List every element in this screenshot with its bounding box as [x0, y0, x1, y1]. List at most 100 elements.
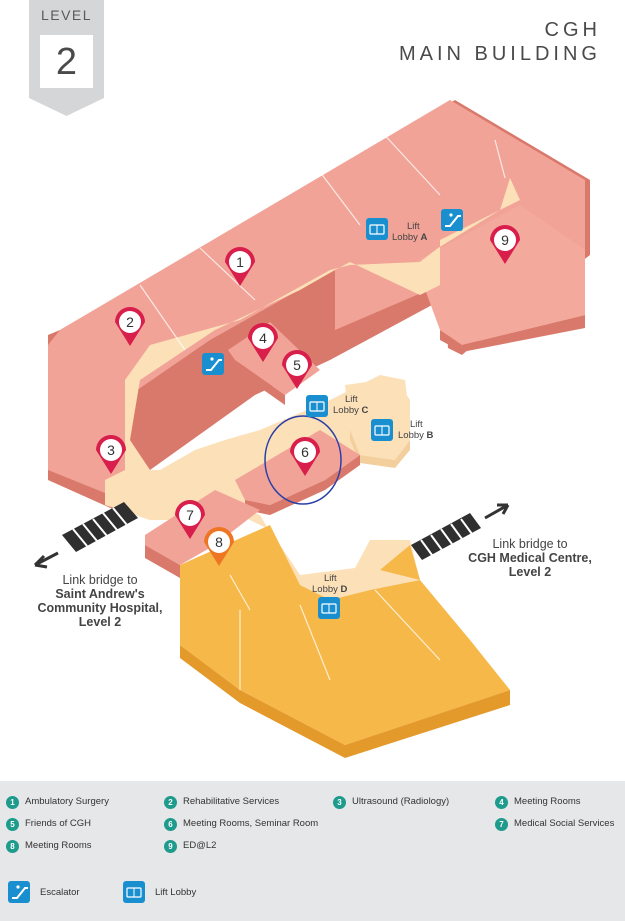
- legend-label: Meeting Rooms: [25, 840, 92, 851]
- corridor-lift-b-side: [350, 430, 410, 468]
- pin-label: 7: [186, 507, 194, 523]
- building-title-line1: CGH: [544, 19, 601, 41]
- legend-item: 5 Friends of CGH: [6, 817, 91, 832]
- right-bridge-line1: Link bridge to: [492, 537, 568, 551]
- legend-badge: 9: [164, 839, 177, 853]
- left-bridge-label: Link bridge to Saint Andrew's Community …: [20, 573, 180, 629]
- lift-a-top: Lift: [407, 221, 420, 232]
- legend-label: Medical Social Services: [514, 818, 615, 829]
- lift-lobby-d-icon: [318, 597, 340, 619]
- right-link-bridge: [411, 503, 510, 560]
- pin-label: 3: [107, 442, 115, 458]
- lift-lobby-b-label: Lift Lobby B: [398, 419, 433, 441]
- escalator-icon: [202, 353, 224, 375]
- lift-b-letter: B: [426, 430, 434, 441]
- lift-lobby-icon: [123, 881, 145, 903]
- pin-3[interactable]: 3: [96, 435, 126, 474]
- lift-lobby-c-icon: [306, 395, 328, 417]
- left-link-bridge: [33, 502, 138, 569]
- pin-5[interactable]: 5: [282, 350, 312, 389]
- legend-label: Friends of CGH: [25, 818, 91, 829]
- pin-7[interactable]: 7: [175, 500, 205, 539]
- left-bridge-line2: Saint Andrew's: [55, 587, 145, 601]
- lift-b-top: Lift: [410, 419, 423, 430]
- legend-label: Meeting Rooms, Seminar Room: [183, 818, 319, 829]
- room-9-block: [415, 205, 585, 345]
- room-dividers: [139, 129, 506, 690]
- escalator-icon: [8, 881, 30, 903]
- lift-c-lobby: Lobby: [333, 405, 359, 416]
- left-bridge-line1: Link bridge to: [62, 573, 138, 587]
- legend-item: 6 Meeting Rooms, Seminar Room: [164, 817, 318, 832]
- pin-4[interactable]: 4: [248, 323, 278, 362]
- legend-label: Ultrasound (Radiology): [352, 796, 450, 807]
- legend-label: ED@L2: [183, 840, 217, 851]
- legend-badge: 8: [6, 839, 19, 853]
- legend-badge: 4: [495, 795, 508, 809]
- lift-lobby-d-label: Lift Lobby D: [312, 573, 347, 595]
- pin-label: 6: [301, 444, 309, 460]
- pins: 1 2 3 4 5 6 7 8 9: [96, 225, 520, 566]
- pin-label: 4: [259, 330, 267, 346]
- lift-c-letter: C: [361, 405, 369, 416]
- legend: 1 Ambulatory Surgery 2 Rehabilitative Serv…: [0, 781, 625, 921]
- left-bridge-line4: Level 2: [78, 615, 122, 629]
- legend-item: 3 Ultrasound (Radiology): [333, 795, 449, 810]
- lift-lobby-a-label: Lift Lobby A: [392, 221, 427, 243]
- right-bridge-label: Link bridge to CGH Medical Centre, Level…: [452, 537, 608, 579]
- room-6-block: [235, 430, 360, 505]
- level-number: 2: [40, 35, 93, 88]
- orange-wing: [180, 525, 510, 745]
- building-title-line2: MAIN BUILDING: [398, 43, 601, 65]
- pin-label: 9: [501, 232, 509, 248]
- lift-c-top: Lift: [345, 394, 358, 405]
- pin-2[interactable]: 2: [115, 307, 145, 346]
- lift-a-lobby: Lobby: [392, 232, 418, 243]
- pin-label: 1: [236, 254, 244, 270]
- lift-lobby-b-icon: [371, 419, 393, 441]
- lift-lobby-a-icon: [366, 218, 388, 240]
- legend-badge: 7: [495, 817, 508, 831]
- legend-label: Rehabilitative Services: [183, 796, 280, 807]
- orange-wing-side: [180, 645, 510, 758]
- pink-wing-top: [48, 100, 585, 495]
- pin-1[interactable]: 1: [224, 246, 255, 286]
- legend-item: 8 Meeting Rooms: [6, 839, 92, 854]
- map-svg: 1 2 3 4 5 6 7 8 9: [33, 100, 590, 758]
- orange-wing-upper: [380, 545, 420, 580]
- legend-label: Meeting Rooms: [514, 796, 581, 807]
- lift-lobby-c-label: Lift Lobby C: [333, 394, 368, 416]
- building-title: CGH MAIN BUILDING: [399, 18, 601, 66]
- lift-b-lobby: Lobby: [398, 430, 424, 441]
- legend-item: 1 Ambulatory Surgery: [6, 795, 109, 810]
- legend-badge: 3: [333, 795, 346, 809]
- level-word: LEVEL: [40, 7, 93, 23]
- pin-label: 5: [293, 357, 301, 373]
- legend-badge: 2: [164, 795, 177, 809]
- legend-lift-lobby-label: Lift Lobby: [155, 887, 197, 898]
- legend-badge: 1: [6, 795, 19, 809]
- legend-item: 7 Medical Social Services: [495, 817, 614, 832]
- pin-label: 8: [215, 534, 223, 550]
- legend-item: 4 Meeting Rooms: [495, 795, 581, 810]
- highlight-circle: [264, 415, 342, 505]
- legend-badge: 6: [164, 817, 177, 831]
- pin-9[interactable]: 9: [490, 225, 520, 264]
- right-bridge-line2: CGH Medical Centre,: [468, 551, 592, 565]
- pin-6[interactable]: 6: [290, 437, 320, 476]
- legend-badge: 5: [6, 817, 19, 831]
- legend-escalator-label: Escalator: [40, 887, 80, 898]
- right-bridge-line3: Level 2: [508, 565, 552, 579]
- pin-8[interactable]: 8: [204, 527, 234, 566]
- legend-item: 9 ED@L2: [164, 839, 216, 854]
- room-4-5-side: [235, 360, 285, 405]
- room-7-block: [145, 490, 260, 565]
- lift-d-letter: D: [340, 584, 348, 595]
- pin-label: 2: [126, 314, 134, 330]
- lift-d-lobby: Lobby: [312, 584, 338, 595]
- legend-label: Ambulatory Surgery: [25, 796, 109, 807]
- left-bridge-line3: Community Hospital,: [37, 601, 163, 615]
- legend-item: 2 Rehabilitative Services: [164, 795, 279, 810]
- room-9-side: [440, 315, 585, 352]
